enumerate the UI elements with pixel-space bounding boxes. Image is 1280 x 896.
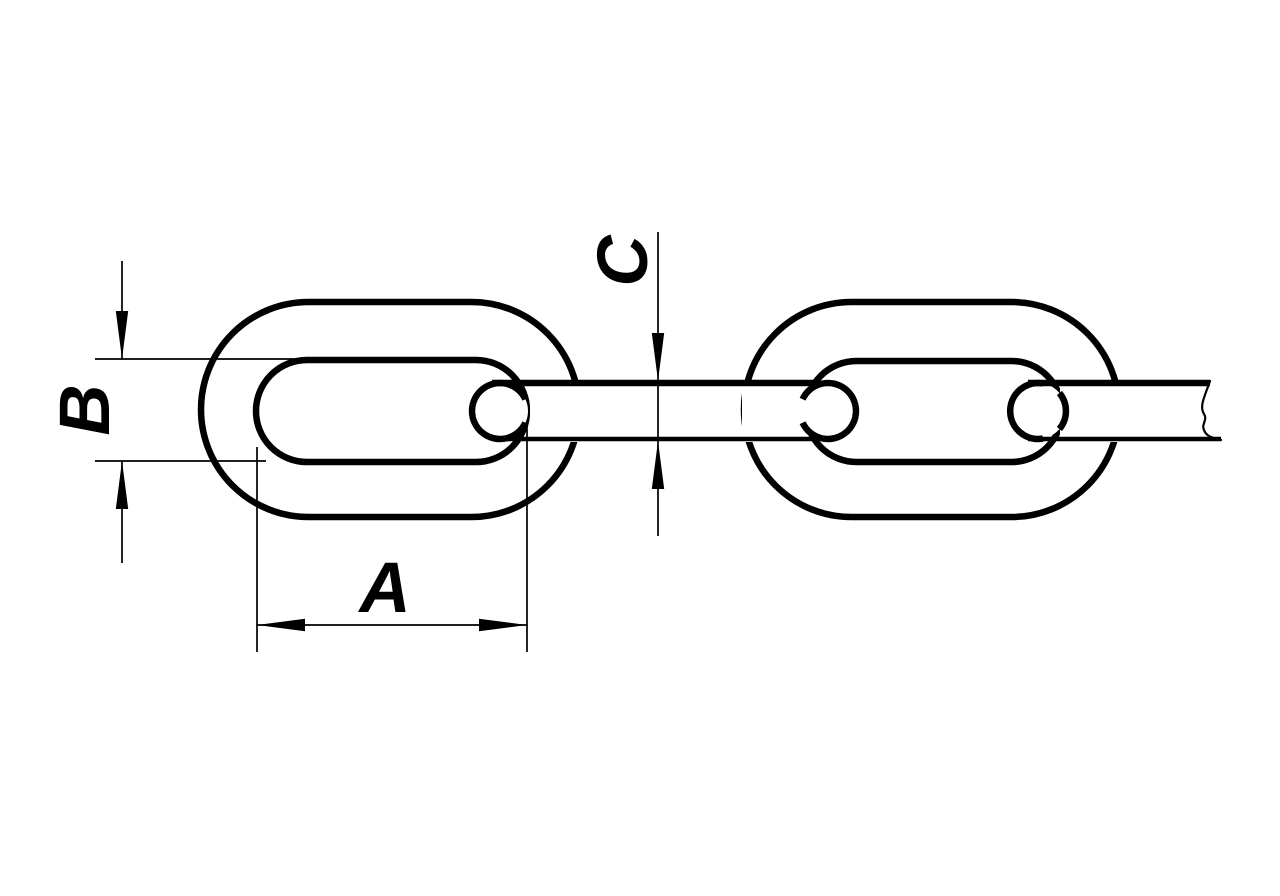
middle-bar-left-end-arc [468,379,529,443]
b-arrow-down [115,311,129,359]
bar-end-disc-right [1010,383,1066,439]
right-bar-end-arc-back [1007,379,1044,443]
bar-end-disc-left [472,383,528,439]
a-arrow-right [479,618,527,632]
dimension-label-a: A [357,549,410,628]
middle-connecting-link [468,379,860,443]
dimension-c: C [584,232,665,536]
bar-end-disc-middle [800,383,856,439]
c-arrow-up [651,441,665,489]
middle-bar-right-end-arc [799,379,860,443]
dimension-b: B [46,261,296,563]
dimension-a: A [256,423,528,652]
left-link-outer-contour [197,298,583,521]
c-arrow-down [651,333,665,381]
ring-crossing-mask-right [1060,380,1130,442]
ring-crossing-mask-left [530,380,600,442]
b-arrow-up [115,461,129,509]
right-bar-end-arc-nose [1056,390,1070,432]
a-arrow-left [257,618,305,632]
dimension-label-c: C [584,234,663,287]
ring-crossing-mask-middle [742,380,804,442]
right-link-outer-contour [740,298,1123,521]
dimension-label-b: B [46,384,125,435]
break-line [1201,379,1223,442]
right-connecting-link [1007,379,1223,443]
